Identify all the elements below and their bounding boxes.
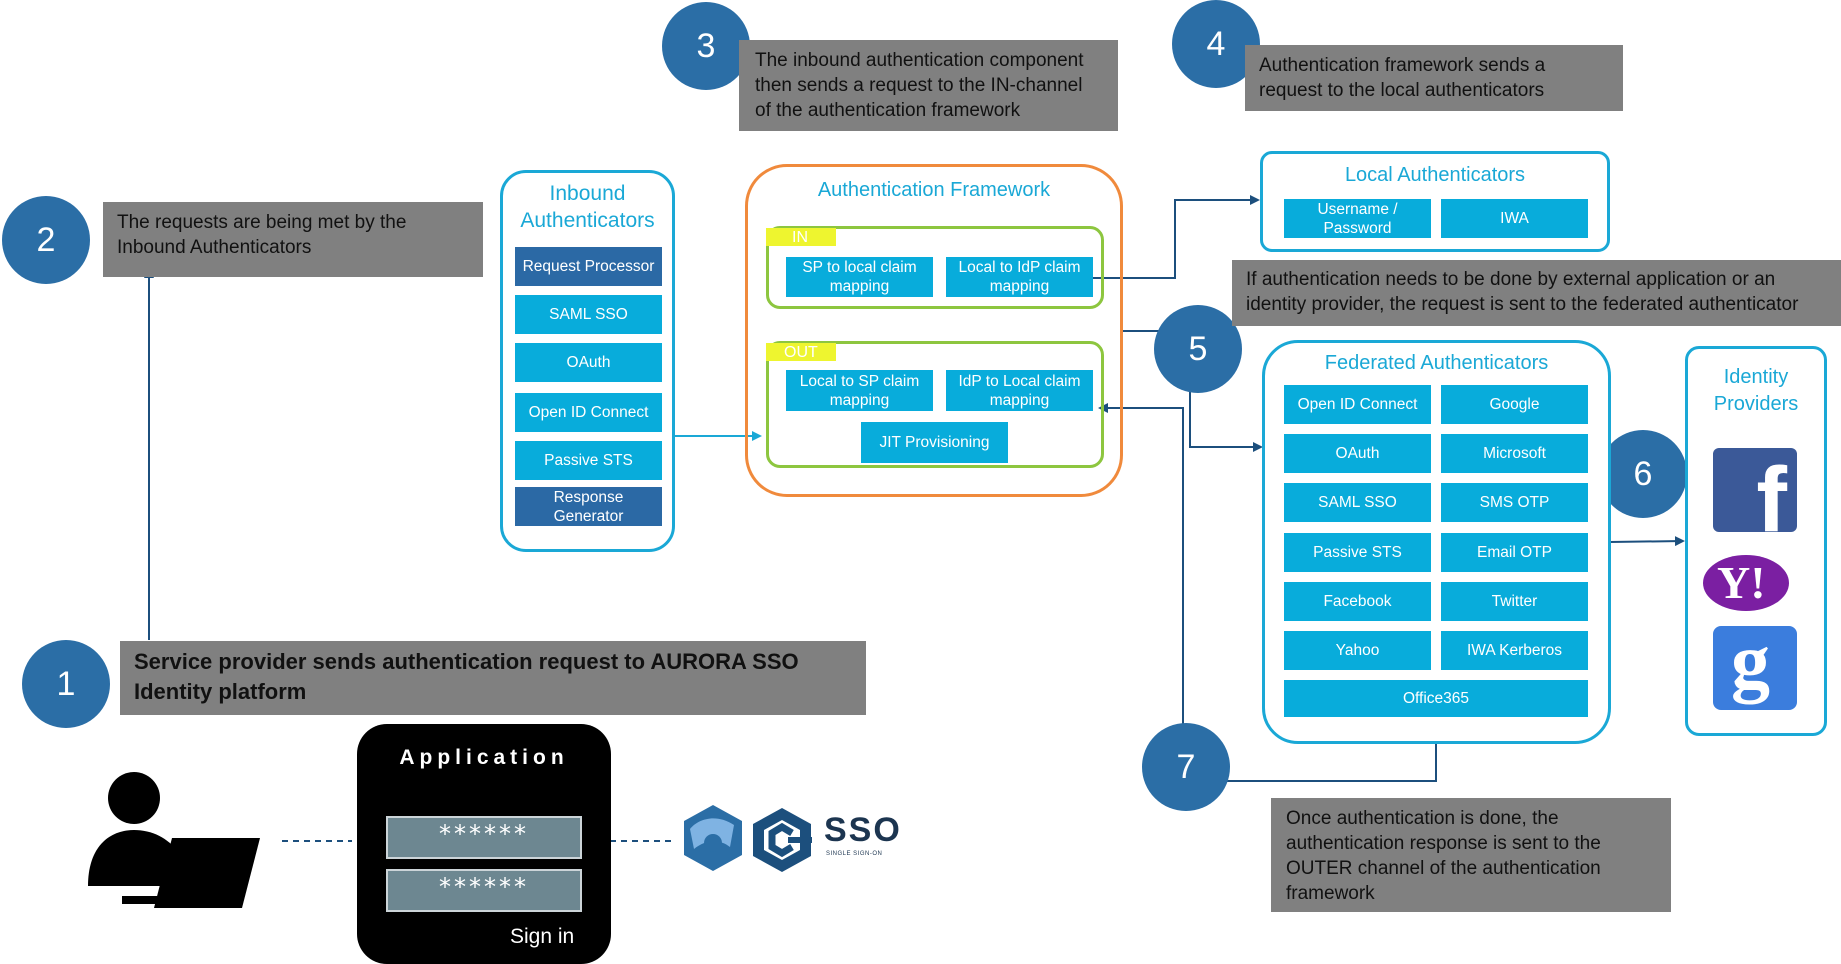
local-to-idp-claim-mapping[interactable]: Local to IdP claim mapping <box>946 257 1093 297</box>
out-channel <box>766 341 1104 468</box>
step-2-circle: 2 <box>2 196 90 284</box>
step-3-circle: 3 <box>662 2 750 90</box>
step-5-circle: 5 <box>1154 305 1242 393</box>
federated-passive-sts[interactable]: Passive STS <box>1284 533 1431 572</box>
authentication-framework-title: Authentication Framework <box>817 179 1051 201</box>
sso-logo-text: SSO <box>824 811 902 849</box>
federated-office365[interactable]: Office365 <box>1284 680 1588 717</box>
inbound-saml-sso[interactable]: SAML SSO <box>515 295 662 334</box>
sp-to-local-claim-mapping[interactable]: SP to local claim mapping <box>786 257 933 297</box>
federated-facebook[interactable]: Facebook <box>1284 582 1431 621</box>
local-to-sp-claim-mapping[interactable]: Local to SP claim mapping <box>786 370 933 411</box>
google-logo-glyph: g <box>1731 626 1770 704</box>
out-channel-tag: OUT <box>766 343 836 361</box>
facebook-logo-icon: f <box>1713 448 1797 532</box>
federated-saml-sso[interactable]: SAML SSO <box>1284 483 1431 522</box>
sso-logo-icon <box>753 808 812 872</box>
in-channel <box>766 226 1104 309</box>
yahoo-logo-icon: Y! <box>1703 553 1807 613</box>
federated-google[interactable]: Google <box>1441 385 1588 424</box>
federated-oauth[interactable]: OAuth <box>1284 434 1431 473</box>
inbound-request-processor[interactable]: Request Processor <box>515 247 662 286</box>
password-field-1[interactable]: ****** <box>386 816 582 859</box>
step-1-circle: 1 <box>22 640 110 728</box>
note-step-2: The requests are being met by the Inboun… <box>103 202 483 277</box>
federated-yahoo[interactable]: Yahoo <box>1284 631 1431 670</box>
federated-authenticators-title: Federated Authenticators <box>1324 352 1549 374</box>
note-step-4: Authentication framework sends a request… <box>1245 45 1623 111</box>
note-step-7: Once authentication is done, the authent… <box>1271 798 1671 912</box>
note-step-3: The inbound authentication component the… <box>739 40 1118 131</box>
step-6-circle: 6 <box>1599 430 1687 518</box>
arrow-framework-to-local <box>1090 195 1260 279</box>
federated-sms-otp[interactable]: SMS OTP <box>1441 483 1588 522</box>
arrow-federated-to-idp <box>1609 536 1685 547</box>
local-authenticators-title: Local Authenticators <box>1344 164 1526 186</box>
federated-iwa-kerberos[interactable]: IWA Kerberos <box>1441 631 1588 670</box>
inbound-passive-sts[interactable]: Passive STS <box>515 441 662 480</box>
note-step-1: Service provider sends authentication re… <box>120 641 866 715</box>
federated-microsoft[interactable]: Microsoft <box>1441 434 1588 473</box>
password-field-2[interactable]: ****** <box>386 869 582 912</box>
inbound-open-id-connect[interactable]: Open ID Connect <box>515 393 662 432</box>
federated-open-id-connect[interactable]: Open ID Connect <box>1284 385 1431 424</box>
sign-in-button[interactable]: Sign in <box>510 925 575 948</box>
in-channel-tag: IN <box>766 228 836 246</box>
google-logo-icon: g <box>1713 626 1797 710</box>
identity-providers-title: Identity Providers <box>1713 366 1799 415</box>
idp-to-local-claim-mapping[interactable]: IdP to Local claim mapping <box>946 370 1093 411</box>
inbound-oauth[interactable]: OAuth <box>515 343 662 382</box>
note-step-5: If authentication needs to be done by ex… <box>1232 260 1841 326</box>
local-username-password[interactable]: Username / Password <box>1284 199 1431 238</box>
aurora-logo-icon <box>684 805 742 871</box>
sso-logo-subtext: SINGLE SIGN-ON <box>826 851 883 857</box>
step-7-circle: 7 <box>1142 723 1230 811</box>
application-title: Application <box>399 746 569 769</box>
facebook-logo-glyph: f <box>1756 449 1787 532</box>
federated-email-otp[interactable]: Email OTP <box>1441 533 1588 572</box>
inbound-response-generator[interactable]: Response Generator <box>515 487 662 526</box>
jit-provisioning[interactable]: JIT Provisioning <box>861 422 1008 463</box>
inbound-authenticators-title: Inbound Authenticators <box>520 182 655 232</box>
federated-twitter[interactable]: Twitter <box>1441 582 1588 621</box>
yahoo-logo-glyph: Y! <box>1717 557 1766 608</box>
local-iwa[interactable]: IWA <box>1441 199 1588 238</box>
user-laptop-icon <box>88 772 260 908</box>
authentication-framework-panel <box>745 164 1123 497</box>
